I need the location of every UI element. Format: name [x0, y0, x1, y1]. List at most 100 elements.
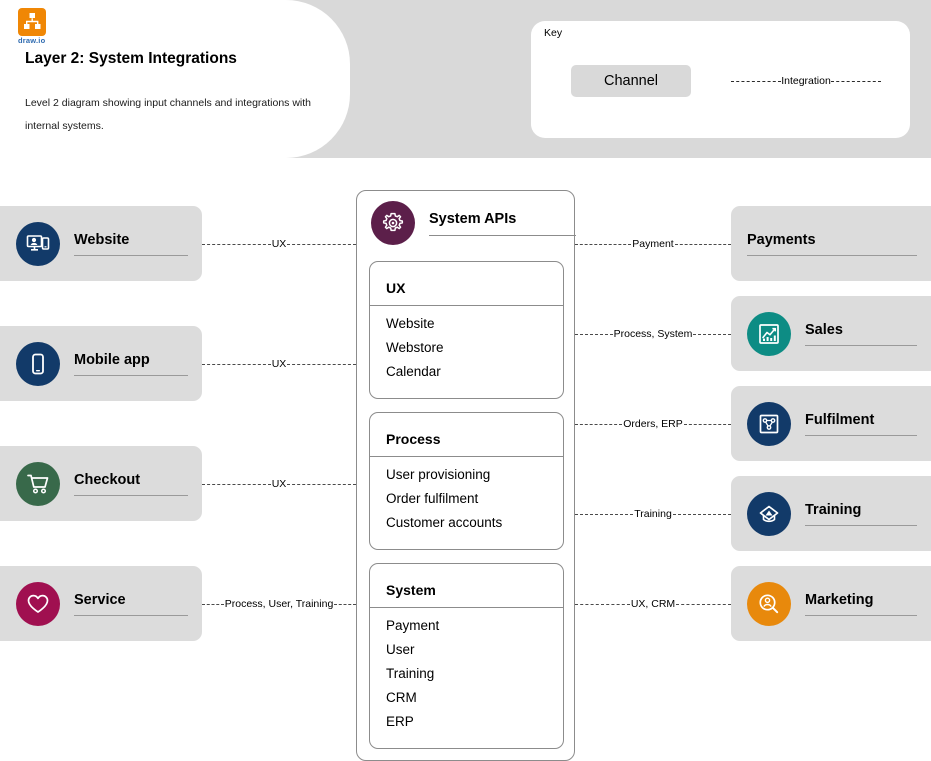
dash-segment: [334, 603, 357, 605]
dash-segment: [674, 243, 731, 245]
dash-segment: [575, 603, 630, 605]
dash-segment: [575, 423, 623, 425]
dash-segment: [731, 80, 782, 82]
list-item: Order fulfilment: [386, 491, 479, 506]
api-group-ux: UX Website Webstore Calendar: [369, 261, 564, 399]
card-label: Website: [74, 231, 130, 248]
page-title: Layer 2: System Integrations: [25, 50, 237, 67]
card-rule: [74, 614, 188, 616]
card-label: Checkout: [74, 471, 141, 488]
dash-segment: [575, 333, 613, 335]
list-item: Customer accounts: [386, 515, 503, 530]
card-rule: [805, 434, 917, 436]
list-item: Payment: [386, 618, 440, 633]
card-body: Payments: [747, 206, 917, 281]
connector-checkout-ux: UX: [202, 475, 356, 493]
card-rule: [747, 254, 917, 256]
cart-icon: [16, 461, 60, 506]
system-apis-title: System APIs: [429, 210, 517, 227]
dash-segment: [830, 80, 881, 82]
channel-card-website[interactable]: Website: [0, 206, 202, 281]
card-label: Fulfilment: [805, 411, 875, 428]
connector-service-process: Process, User, Training: [202, 595, 357, 613]
list-item: ERP: [386, 714, 414, 729]
audience-icon: [747, 581, 791, 626]
heart-icon: [16, 581, 60, 626]
list-item: CRM: [386, 690, 417, 705]
system-card-training[interactable]: Training: [731, 476, 931, 551]
api-group-items: User provisioning Order fulfilment Custo…: [370, 457, 563, 549]
connector-marketing: UX, CRM: [575, 595, 731, 613]
graduation-icon: [747, 491, 791, 536]
key-legend: Key Channel Integration: [531, 21, 910, 138]
list-item: Webstore: [386, 340, 444, 355]
card-rule: [74, 374, 188, 376]
connector-label: UX: [271, 358, 287, 370]
channel-card-service[interactable]: Service: [0, 566, 202, 641]
drawio-wordmark: draw.io: [18, 36, 46, 45]
api-group-title: Process: [370, 413, 563, 457]
connector-label: Training: [634, 508, 672, 520]
header-band: draw.io Layer 2: System Integrations Lev…: [0, 0, 931, 158]
card-label: Payments: [747, 231, 816, 248]
connector-fulfilment: Orders, ERP: [575, 415, 732, 433]
api-group-title: UX: [370, 262, 563, 306]
key-integration-swatch: Integration: [731, 71, 881, 91]
dash-segment: [575, 243, 632, 245]
channel-card-checkout[interactable]: Checkout: [0, 446, 202, 521]
card-label: Sales: [805, 321, 843, 338]
system-apis-header: System APIs: [357, 191, 576, 255]
card-label: Marketing: [805, 591, 874, 608]
connector-training: Training: [575, 505, 732, 523]
connector-payments: Payment: [575, 235, 731, 253]
card-body: Website: [74, 206, 188, 281]
card-rule: [805, 614, 917, 616]
dash-segment: [683, 423, 732, 425]
card-body: Fulfilment: [805, 386, 917, 461]
workflow-icon: [747, 401, 791, 446]
dash-segment: [287, 483, 356, 485]
key-title: Key: [544, 27, 563, 39]
card-body: Checkout: [74, 446, 188, 521]
connector-label: UX, CRM: [630, 598, 676, 610]
gear-icon: [371, 201, 415, 245]
dash-segment: [202, 483, 271, 485]
connector-label: Process, System: [613, 328, 693, 340]
list-item: Calendar: [386, 364, 441, 379]
card-rule: [429, 234, 576, 236]
connector-label: UX: [271, 238, 287, 250]
system-apis-panel: System APIs UX Website Webstore Calendar…: [356, 190, 576, 761]
chart-icon: [747, 311, 791, 356]
system-card-marketing[interactable]: Marketing: [731, 566, 931, 641]
header-panel: [0, 0, 350, 158]
card-rule: [74, 494, 188, 496]
channel-card-mobile-app[interactable]: Mobile app: [0, 326, 202, 401]
connector-label: UX: [271, 478, 287, 490]
card-body: Service: [74, 566, 188, 641]
card-rule: [74, 254, 188, 256]
api-group-system: System Payment User Training CRM ERP: [369, 563, 564, 749]
connector-label: Payment: [632, 238, 674, 250]
key-integration-label: Integration: [781, 75, 831, 87]
page-subtitle: Level 2 diagram showing input channels a…: [25, 97, 312, 132]
card-body: Sales: [805, 296, 917, 371]
dash-segment: [676, 603, 731, 605]
card-rule: [805, 524, 917, 526]
system-card-sales[interactable]: Sales: [731, 296, 931, 371]
connector-label: Process, User, Training: [224, 598, 334, 610]
list-item: Training: [386, 666, 435, 681]
system-card-fulfilment[interactable]: Fulfilment: [731, 386, 931, 461]
card-label: Mobile app: [74, 351, 150, 368]
connector-label: Orders, ERP: [623, 418, 683, 430]
list-item: User provisioning: [386, 467, 491, 482]
devices-icon: [16, 221, 60, 266]
key-channel-swatch: Channel: [571, 65, 691, 97]
card-body: Mobile app: [74, 326, 188, 401]
card-label: Training: [805, 501, 862, 518]
system-card-payments[interactable]: Payments: [731, 206, 931, 281]
dash-segment: [202, 363, 271, 365]
card-body: Marketing: [805, 566, 917, 641]
api-group-items: Website Webstore Calendar: [370, 306, 563, 398]
dash-segment: [693, 333, 731, 335]
drawio-logo: [18, 8, 46, 36]
